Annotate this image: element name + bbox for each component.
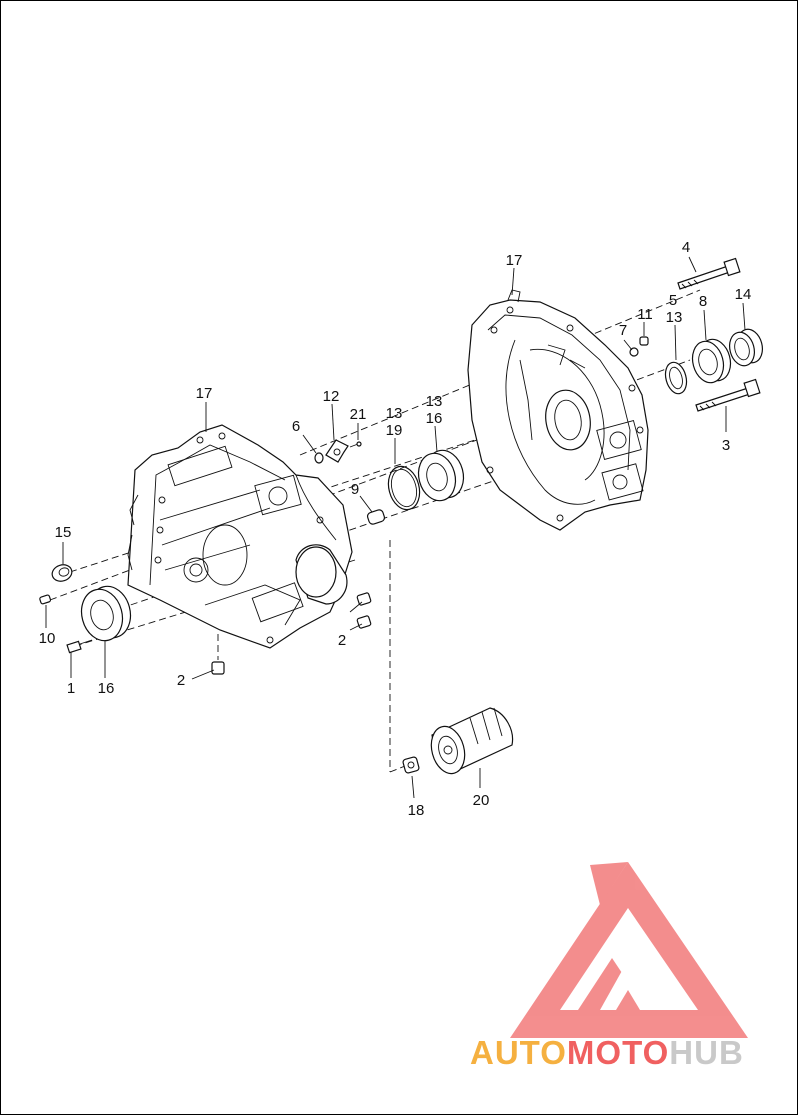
label-11: 11 xyxy=(637,306,653,323)
label-14: 14 xyxy=(735,286,752,303)
label-3: 3 xyxy=(722,437,730,454)
label-4: 4 xyxy=(682,239,690,256)
part-bearing-13-16 xyxy=(417,449,465,502)
brand-part-moto: MOTO xyxy=(566,1034,670,1071)
part-bearing-8 xyxy=(691,338,732,384)
label-6: 6 xyxy=(292,418,300,435)
label-16b: 16 xyxy=(426,410,443,427)
part-seal-5-13 xyxy=(664,361,688,395)
label-20: 20 xyxy=(473,792,490,809)
part-bolt-3 xyxy=(695,378,761,412)
part-plug-2-a xyxy=(211,661,225,675)
part-fitting-18 xyxy=(402,756,420,774)
label-18: 18 xyxy=(408,802,425,819)
label-10: 10 xyxy=(39,630,56,647)
part-oring-6 xyxy=(314,452,324,464)
callout-labels: 1 2 2 3 4 5 6 7 8 9 10 11 12 13 19 13 16… xyxy=(39,239,752,819)
label-12: 12 xyxy=(323,388,340,405)
part-bearing-16-left xyxy=(80,585,132,642)
part-bushing-14 xyxy=(729,328,763,367)
label-9: 9 xyxy=(351,481,359,498)
part-screw-21 xyxy=(349,441,362,448)
part-plug-2-b xyxy=(356,592,372,629)
label-13b: 13 xyxy=(426,393,443,410)
part-oil-filter-20 xyxy=(430,707,514,775)
part-11 xyxy=(639,336,649,346)
watermark-brand-text: AUTOMOTOHUB xyxy=(470,1034,792,1074)
label-13a: 13 xyxy=(386,405,403,422)
label-19: 19 xyxy=(386,422,403,439)
label-2b: 2 xyxy=(338,632,346,649)
label-8: 8 xyxy=(699,293,707,310)
label-15: 15 xyxy=(55,524,72,541)
label-17b: 17 xyxy=(506,252,523,269)
label-1: 1 xyxy=(67,680,75,697)
label-7: 7 xyxy=(619,322,627,339)
watermark-logo xyxy=(510,862,748,1038)
label-17a: 17 xyxy=(196,385,213,402)
part-snap-ring-13-19 xyxy=(387,465,421,511)
label-2a: 2 xyxy=(177,672,185,689)
leader-lines xyxy=(45,256,746,799)
label-5: 5 xyxy=(669,292,677,309)
brand-part-auto: AUTO xyxy=(470,1034,567,1071)
label-21: 21 xyxy=(350,406,367,423)
label-16a: 16 xyxy=(98,680,115,697)
part-bolt-4 xyxy=(677,257,741,290)
part-dowel-10 xyxy=(39,594,52,605)
right-crankcase-half xyxy=(467,289,649,531)
part-bearing-15 xyxy=(51,564,73,582)
left-crankcase-half xyxy=(127,424,353,649)
part-bushing-9 xyxy=(366,509,386,525)
brand-part-hub: HUB xyxy=(669,1034,744,1071)
part-bracket-12 xyxy=(325,439,349,463)
label-13c: 13 xyxy=(666,309,683,326)
part-screw-1 xyxy=(66,639,93,654)
